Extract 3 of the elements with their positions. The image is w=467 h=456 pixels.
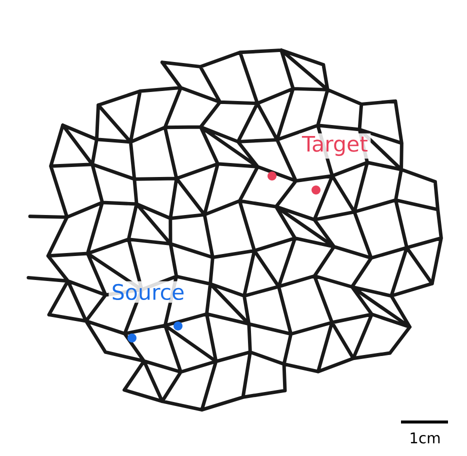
text-label: Source: [108, 281, 188, 303]
text-label: 1cm: [410, 432, 440, 444]
text-label: Target: [299, 133, 371, 159]
